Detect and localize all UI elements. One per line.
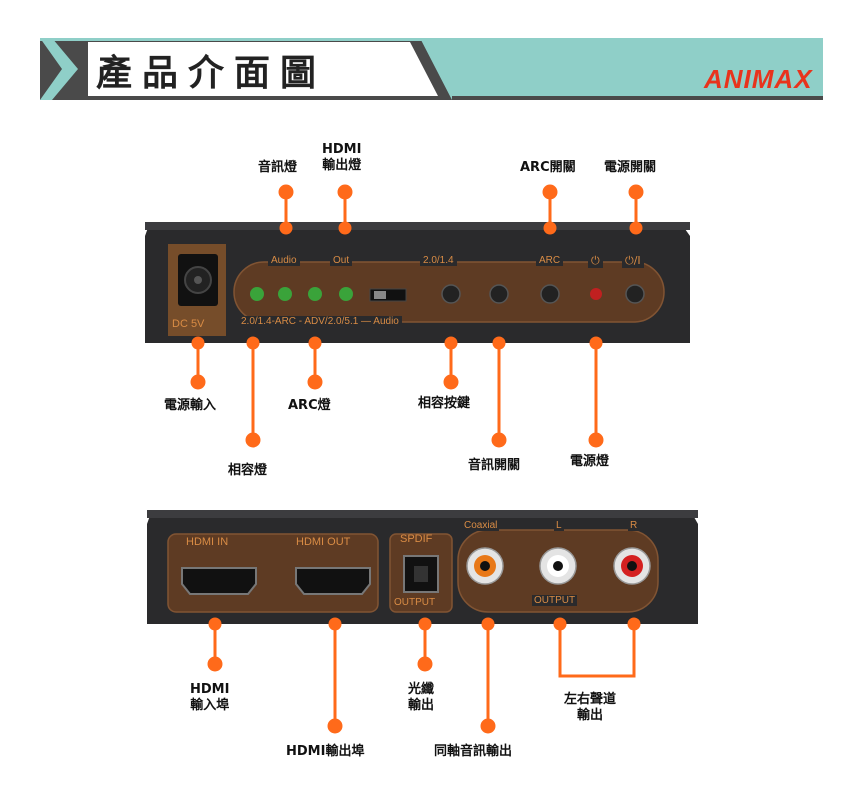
front-top-label-power: ⏻/I: [622, 254, 644, 268]
callout-audio-led: 音訊燈: [258, 160, 298, 175]
callout-hdmi-in: HDMI 輸入埠: [190, 682, 229, 714]
front-top-label-arc: ARC: [536, 255, 564, 266]
front-bottom-label: 2.0/1.4-ARC - ADV/2.0/5.1 — Audio: [238, 316, 402, 327]
dc-label: DC 5V: [172, 318, 205, 330]
callout-optical-text: 光纖 輸出: [408, 682, 435, 713]
spdif-label: SPDIF: [400, 533, 433, 545]
led-3: [308, 287, 322, 301]
brand-logo: ANIMAX: [704, 64, 813, 94]
callout-coaxial: 同軸音訊輸出: [434, 744, 513, 759]
callout-arc-led: ARC燈: [288, 398, 331, 413]
led-2: [278, 287, 292, 301]
front-top-label-out: Out: [330, 255, 353, 266]
callout-compat-led: 相容燈: [228, 463, 268, 478]
callout-lr-text: 左右聲道 輸出: [564, 692, 617, 723]
callout-hdmi-out-led-text: HDMI 輸出燈: [322, 142, 362, 173]
callout-power-led: 電源燈: [570, 454, 610, 469]
rca-output-label: OUTPUT: [532, 595, 578, 606]
callout-arc-switch: ARC開關: [520, 160, 576, 175]
callout-audio-switch: 音訊開關: [468, 458, 521, 473]
page-title: 產品介面圖: [96, 53, 327, 94]
callout-power-in: 電源輸入: [164, 398, 217, 413]
led-1: [250, 287, 264, 301]
rca-right-label: R: [628, 520, 640, 531]
header-banner: [40, 38, 823, 100]
front-top-label-audio: Audio: [268, 255, 300, 266]
callout-compat-button: 相容按鍵: [418, 396, 471, 411]
callout-hdmi-out-led: HDMI 輸出燈: [322, 142, 361, 174]
callout-hdmi-in-text: HDMI 輸入埠: [190, 682, 230, 713]
led-4: [339, 287, 353, 301]
callout-hdmi-out: HDMI輸出埠: [286, 744, 365, 759]
callout-lr: 左右聲道 輸出: [564, 692, 616, 724]
callout-power-switch: 電源開關: [604, 160, 657, 175]
spdif-output-label: OUTPUT: [394, 597, 436, 608]
callout-optical: 光纖 輸出: [408, 682, 434, 714]
coaxial-label: Coaxial: [462, 520, 500, 531]
front-top-label-standby: ⏻: [588, 254, 603, 268]
rca-left-label: L: [554, 520, 564, 531]
hdmi-out-label: HDMI OUT: [296, 536, 351, 548]
front-top-label-version: 2.0/1.4: [420, 255, 457, 266]
hdmi-in-label: HDMI IN: [186, 536, 229, 548]
